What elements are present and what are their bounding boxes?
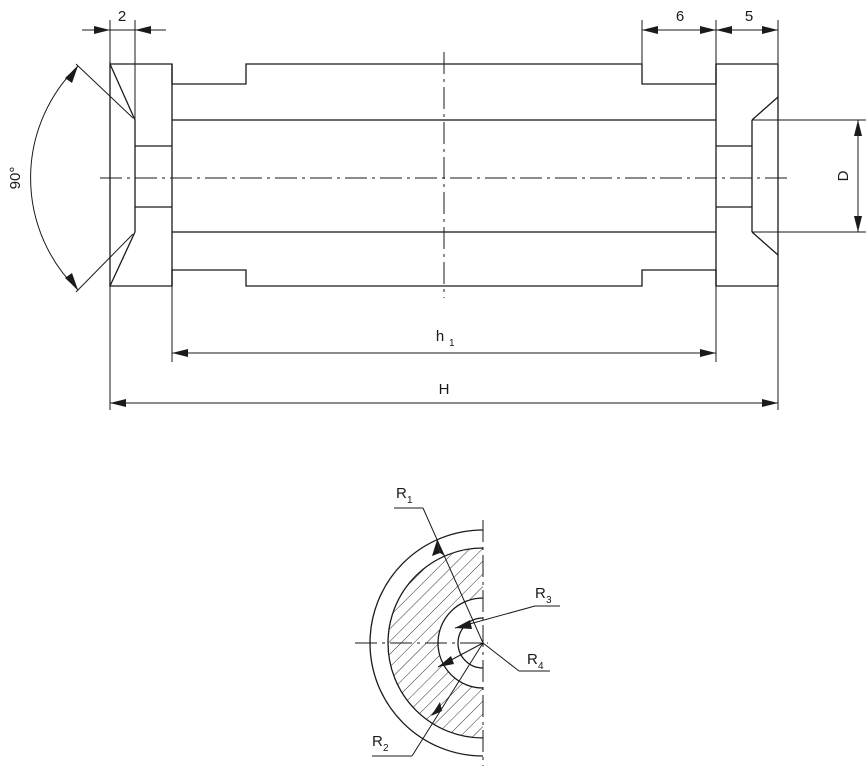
dim-h1-subscript: 1	[449, 338, 455, 349]
label-r2: R	[372, 733, 383, 750]
dim-h1-label: h	[436, 328, 444, 345]
label-r2-sub: 2	[383, 743, 389, 754]
side-view	[100, 52, 790, 298]
dim-D-label: D	[835, 170, 852, 181]
dim-2-label: 2	[118, 8, 126, 25]
label-r1-sub: 1	[407, 495, 413, 506]
dim-angle-label: 90°	[7, 167, 24, 190]
dim-6-label: 6	[676, 8, 684, 25]
dim-H-label: H	[439, 381, 450, 398]
section-view: R 1 R 2 R 3 R 4	[355, 485, 560, 766]
dim-5-label: 5	[745, 8, 753, 25]
label-r4-sub: 4	[538, 661, 544, 672]
label-r4: R	[527, 651, 538, 668]
label-r1: R	[396, 485, 407, 502]
label-r3-sub: 3	[546, 595, 552, 606]
label-r3: R	[535, 585, 546, 602]
dimensions: 2 6 5 D h 1 H	[7, 8, 866, 410]
arc-r2	[387, 547, 484, 739]
angle-arc	[30, 65, 79, 291]
